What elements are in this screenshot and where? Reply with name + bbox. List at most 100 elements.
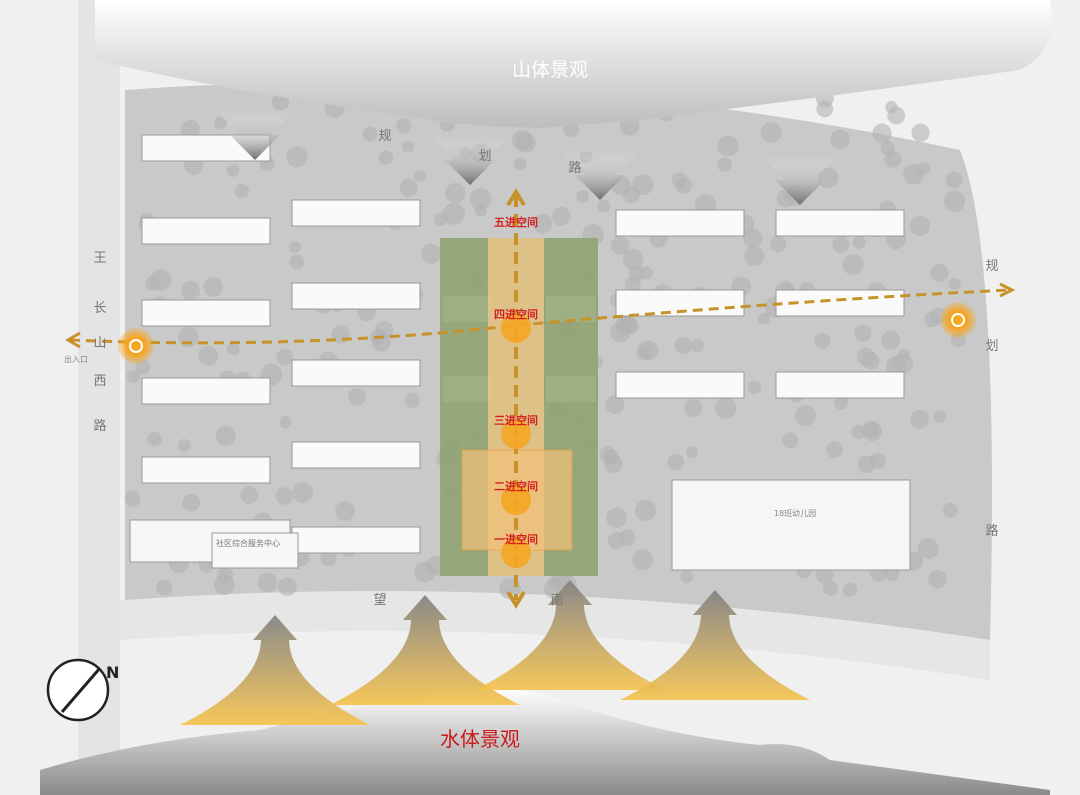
tree bbox=[292, 482, 313, 503]
road-label-south: 南 bbox=[550, 592, 563, 608]
space-label: 二进空间 bbox=[494, 479, 538, 493]
tree bbox=[396, 118, 411, 133]
space-label: 五进空间 bbox=[494, 215, 538, 229]
space-label: 一进空间 bbox=[494, 532, 538, 546]
tree bbox=[512, 130, 533, 151]
road-label-north: 规 bbox=[378, 129, 391, 144]
tree bbox=[911, 124, 929, 142]
road-label-north: 划 bbox=[478, 149, 491, 164]
east-node bbox=[940, 302, 976, 338]
tree bbox=[402, 141, 414, 153]
west-node bbox=[118, 328, 154, 364]
road-label-west: 路 bbox=[93, 418, 106, 434]
road-label-west: 长 bbox=[93, 301, 106, 316]
tree bbox=[287, 146, 308, 167]
tree bbox=[203, 277, 222, 296]
tree bbox=[182, 494, 200, 512]
tree bbox=[275, 487, 293, 505]
tree bbox=[635, 500, 656, 521]
tree bbox=[680, 570, 693, 583]
tree bbox=[943, 503, 958, 518]
residential-building bbox=[142, 457, 270, 483]
tree bbox=[600, 446, 616, 462]
water-label: 水体景观 bbox=[440, 727, 520, 751]
tree bbox=[853, 236, 866, 249]
tree bbox=[944, 191, 965, 212]
community-center-label: 社区综合服务中心 bbox=[216, 538, 280, 548]
tree bbox=[421, 244, 441, 264]
mountain-label: 山体景观 bbox=[512, 59, 588, 81]
tree bbox=[372, 333, 391, 352]
tree bbox=[924, 312, 939, 327]
tree bbox=[717, 135, 738, 156]
residential-building bbox=[292, 200, 420, 226]
tree bbox=[946, 172, 963, 189]
tree bbox=[881, 141, 895, 155]
tree bbox=[606, 508, 626, 528]
kindergarten-label: 18班幼儿园 bbox=[774, 508, 816, 518]
tree bbox=[910, 410, 929, 429]
tree bbox=[843, 583, 857, 597]
tree bbox=[178, 327, 199, 348]
space-label: 四进空间 bbox=[494, 307, 538, 321]
tree bbox=[675, 337, 692, 354]
tree bbox=[928, 570, 947, 589]
road-label-west: 西 bbox=[93, 374, 106, 389]
tree bbox=[227, 343, 240, 356]
tree bbox=[278, 577, 297, 596]
residential-building bbox=[142, 378, 270, 404]
tree bbox=[258, 573, 278, 593]
tree bbox=[832, 236, 849, 253]
tree bbox=[761, 122, 782, 143]
road-label-south: 望 bbox=[373, 592, 386, 608]
entrance-label: 出入口 bbox=[64, 354, 88, 364]
tree bbox=[178, 439, 191, 452]
tree bbox=[363, 127, 378, 142]
tree bbox=[930, 264, 948, 282]
tree bbox=[227, 164, 240, 177]
tree bbox=[748, 380, 762, 394]
tree bbox=[576, 190, 589, 203]
tree bbox=[869, 452, 886, 469]
residential-building bbox=[142, 218, 270, 244]
tree bbox=[795, 405, 816, 426]
tree bbox=[863, 421, 880, 438]
tree bbox=[826, 441, 843, 458]
tree bbox=[216, 426, 236, 446]
residential-building bbox=[776, 210, 904, 236]
tree bbox=[608, 532, 625, 549]
kindergarten-building bbox=[672, 480, 910, 570]
tree bbox=[445, 183, 465, 203]
tree bbox=[552, 207, 571, 226]
space-label: 三进空间 bbox=[494, 413, 538, 427]
tree bbox=[637, 345, 652, 360]
tree bbox=[770, 236, 786, 252]
tree bbox=[414, 170, 426, 182]
residential-building bbox=[292, 360, 420, 386]
tree bbox=[823, 581, 838, 596]
tree bbox=[198, 346, 218, 366]
tree bbox=[414, 562, 435, 583]
tree bbox=[782, 432, 798, 448]
road-label-west: 王 bbox=[93, 251, 106, 266]
tree bbox=[667, 454, 684, 471]
tree bbox=[903, 164, 924, 185]
north-arrow-icon bbox=[48, 660, 108, 720]
tree bbox=[843, 254, 864, 275]
tree bbox=[918, 538, 939, 559]
tree bbox=[400, 179, 418, 197]
tree bbox=[862, 352, 879, 369]
tree bbox=[690, 339, 703, 352]
tree bbox=[217, 567, 233, 583]
tree bbox=[885, 101, 897, 113]
tree bbox=[686, 446, 698, 458]
road-label-east: 路 bbox=[985, 523, 998, 539]
road-label-east: 划 bbox=[985, 339, 998, 354]
tree bbox=[632, 549, 653, 570]
tree bbox=[147, 432, 162, 447]
tree bbox=[814, 333, 830, 349]
road-label-north: 路 bbox=[568, 160, 581, 176]
tree bbox=[830, 129, 850, 149]
tree bbox=[715, 398, 736, 419]
